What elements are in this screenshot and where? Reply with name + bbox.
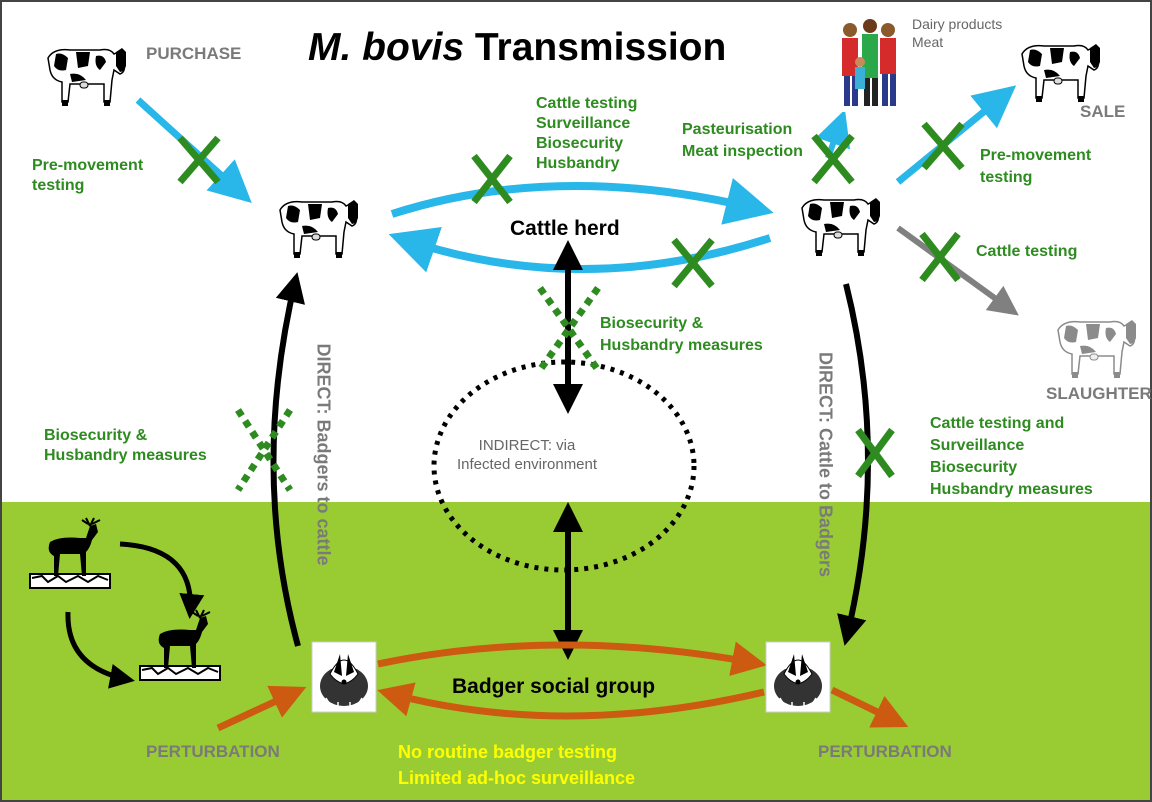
cattle-to-badgers-route-label: DIRECT: Cattle to Badgers xyxy=(815,351,836,578)
indirect-environment-label: INDIRECT: via Infected environment xyxy=(456,437,598,473)
title-rest: Transmission xyxy=(474,26,727,69)
infected-environment-ellipse xyxy=(431,359,697,573)
food-control-1: Pasteurisation xyxy=(682,121,793,138)
slaughter-label: SLAUGHTER xyxy=(1046,384,1152,403)
food-control-2: Meat inspection xyxy=(682,143,803,160)
cow-icon xyxy=(47,47,127,107)
cattle-to-badger-control-1: Cattle testing and xyxy=(930,415,1065,432)
pre-movement-right-line2: testing xyxy=(980,169,1033,186)
badger-icon xyxy=(311,641,377,713)
deer-cycle-arrow-1 xyxy=(119,541,205,619)
cattle-herd-label: Cattle herd xyxy=(510,217,620,240)
badger-to-cattle-control-1: Biosecurity & xyxy=(44,427,148,444)
herd-control-4: Husbandry xyxy=(536,155,620,172)
cattle-to-badger-control-4: Husbandry measures xyxy=(930,481,1093,498)
x-mark-icon xyxy=(855,427,895,479)
sale-label: SALE xyxy=(1080,102,1126,121)
badger-to-cattle-control-2: Husbandry measures xyxy=(44,447,207,464)
slaughter-arrow xyxy=(896,225,1019,316)
badgers-to-cattle-route-label: DIRECT: Badgers to cattle xyxy=(313,343,334,566)
consumer-product-meat: Meat xyxy=(912,34,944,50)
perturbation-left-label: PERTURBATION xyxy=(146,742,280,761)
perturbation-right-label: PERTURBATION xyxy=(818,742,952,761)
cow-icon xyxy=(801,197,881,257)
badger-flow-arrow-right xyxy=(377,641,767,676)
badger-note-1: No routine badger testing xyxy=(398,742,618,762)
herd-control-2: Surveillance xyxy=(536,115,631,132)
x-mark-icon xyxy=(921,121,965,171)
cow-icon xyxy=(1021,43,1101,103)
pre-movement-left-line1: Pre-movement xyxy=(32,157,144,174)
x-mark-icon xyxy=(919,231,961,283)
environment-control-1: Biosecurity & xyxy=(600,315,704,332)
badger-social-group-label: Badger social group xyxy=(452,675,656,698)
x-mark-icon xyxy=(671,237,715,289)
herd-control-3: Biosecurity xyxy=(536,135,624,152)
purchase-label: PURCHASE xyxy=(146,44,242,63)
title-italic: M. bovis xyxy=(308,26,465,69)
pre-movement-left-line2: testing xyxy=(32,177,85,194)
slaughter-control-label: Cattle testing xyxy=(976,243,1078,260)
environment-control-2: Husbandry measures xyxy=(600,337,763,354)
cattle-flow-arrow-left xyxy=(388,227,772,273)
x-mark-icon xyxy=(811,133,855,185)
badger-note-2: Limited ad-hoc surveillance xyxy=(398,768,636,788)
deer-cycle-arrow-2 xyxy=(65,611,135,689)
cow-icon xyxy=(279,199,359,259)
cattle-flow-arrow-right xyxy=(390,178,774,225)
cow-icon xyxy=(1057,319,1137,379)
page-title: M. bovis Transmission xyxy=(308,26,726,70)
badger-flow-arrow-left xyxy=(377,682,765,720)
badger-icon xyxy=(765,641,831,713)
x-mark-icon xyxy=(537,285,601,373)
x-mark-icon xyxy=(471,153,513,205)
herd-control-1: Cattle testing xyxy=(536,95,638,112)
consumer-product-dairy: Dairy products xyxy=(912,16,1003,32)
x-mark-icon xyxy=(177,135,221,185)
x-mark-icon xyxy=(235,408,293,492)
cattle-to-badger-control-3: Biosecurity xyxy=(930,459,1018,476)
family-icon xyxy=(836,14,904,112)
cattle-to-badger-control-2: Surveillance xyxy=(930,437,1025,454)
pre-movement-right-line1: Pre-movement xyxy=(980,147,1092,164)
perturbation-arrow-right xyxy=(830,686,909,728)
perturbation-arrow-left xyxy=(216,685,307,732)
